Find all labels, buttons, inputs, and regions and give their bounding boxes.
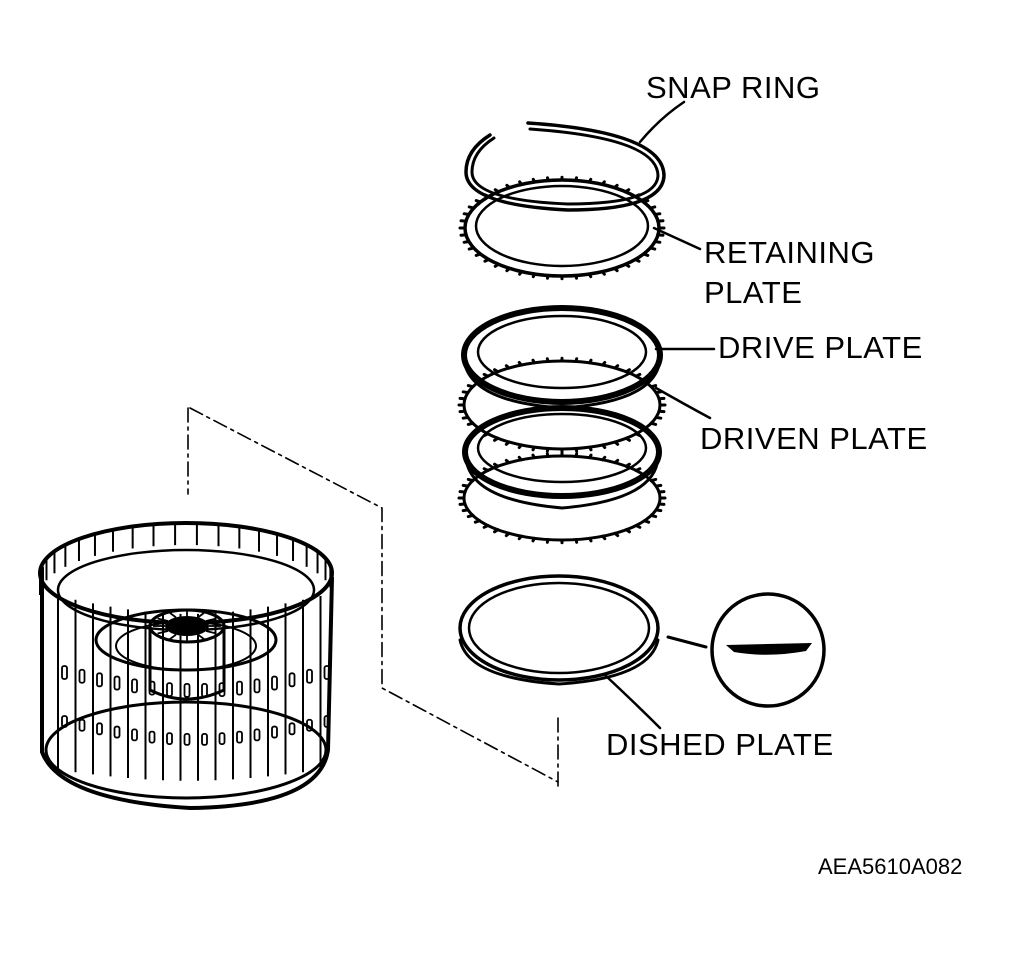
dished-plate-label: DISHED PLATE [606, 727, 834, 762]
clutch-drum [40, 523, 332, 808]
dished-plate [460, 576, 658, 684]
drive-plate-label: DRIVE PLATE [718, 330, 923, 365]
lower-drive-plate [465, 408, 659, 508]
dished-plate-section-detail [668, 594, 824, 706]
retaining-plate-label-line1: RETAINING [704, 235, 875, 270]
snap-ring-label: SNAP RING [646, 70, 820, 105]
retaining-plate-label-line2: PLATE [704, 275, 802, 310]
figure-code: AEA5610A082 [818, 854, 962, 879]
driven-plate-label: DRIVEN PLATE [700, 421, 928, 456]
